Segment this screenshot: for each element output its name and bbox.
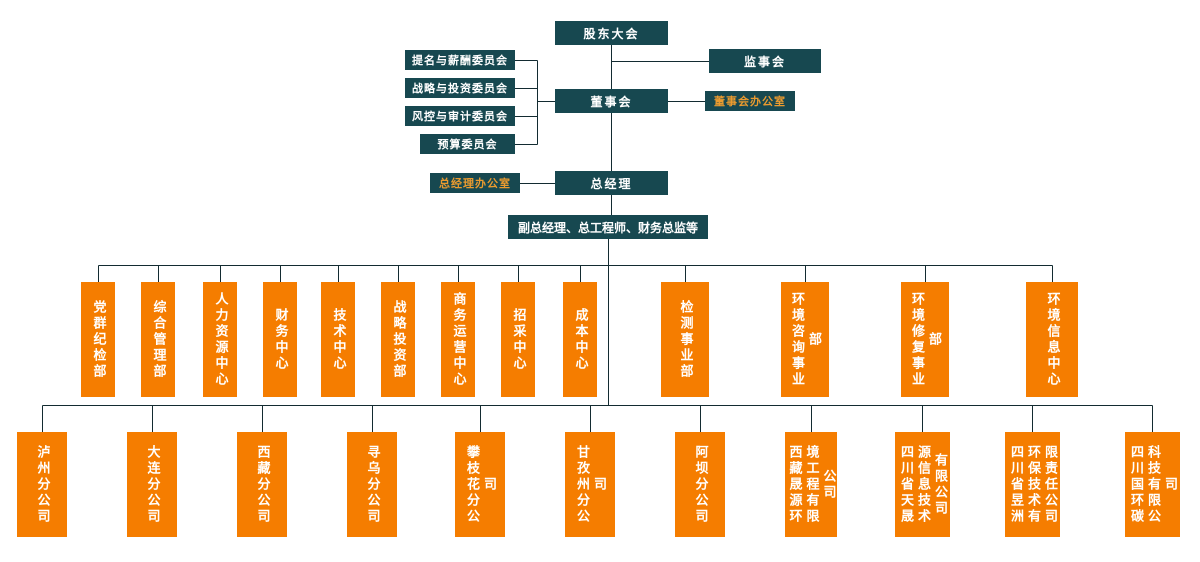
node-supervisory-board: 监事会: [709, 49, 821, 73]
node-label: 招采中心: [510, 307, 526, 372]
node-label: 成本中心: [572, 307, 588, 372]
node-department-hr-center: 人力资源中心: [203, 282, 237, 397]
node-department-procurement-center: 招采中心: [501, 282, 535, 397]
node-subsidiary-yuzhou-env: 四川省昱洲环保技术有限责任公司: [1005, 432, 1060, 537]
node-branch-ganzi: 甘孜州分公司: [565, 432, 615, 537]
node-label: 四川国环碳科技有限公司: [1128, 444, 1177, 525]
node-department-env-remediation-division: 环境修复事业部: [901, 282, 949, 397]
node-shareholders-meeting: 股东大会: [555, 21, 668, 45]
node-department-testing-division: 检测事业部: [661, 282, 709, 397]
node-board-office: 董事会办公室: [705, 91, 795, 111]
node-branch-dalian: 大连分公司: [127, 432, 177, 537]
node-label: 西藏分公司: [254, 444, 270, 525]
node-label: 四川省天晟源信息技术有限公司: [898, 444, 947, 525]
node-department-general-admin: 综合管理部: [141, 282, 175, 397]
node-branch-xizang: 西藏分公司: [237, 432, 287, 537]
node-label: 攀枝花分公司: [464, 444, 496, 525]
node-label: 综合管理部: [150, 299, 166, 380]
node-label: 大连分公司: [144, 444, 160, 525]
node-label: 党群纪检部: [90, 299, 106, 380]
node-committee-budget: 预算委员会: [420, 134, 515, 154]
node-department-technology-center: 技术中心: [321, 282, 355, 397]
node-label: 人力资源中心: [212, 291, 228, 388]
node-board-of-directors: 董事会: [555, 89, 668, 113]
node-department-cost-center: 成本中心: [563, 282, 597, 397]
node-department-strategy-investment: 战略投资部: [381, 282, 415, 397]
node-general-manager: 总经理: [555, 171, 668, 195]
node-department-party-discipline: 党群纪检部: [81, 282, 115, 397]
node-department-env-information-center: 环境信息中心: [1026, 282, 1078, 397]
node-label: 财务中心: [272, 307, 288, 372]
node-label: 环境信息中心: [1044, 291, 1060, 388]
node-label: 甘孜州分公司: [574, 444, 606, 525]
node-branch-aba: 阿坝分公司: [675, 432, 725, 537]
node-subsidiary-xizang-shengyuan: 西藏晟源环境工程有限公司: [785, 432, 837, 537]
node-label: 西藏晟源环境工程有限公司: [786, 444, 836, 525]
node-gm-office: 总经理办公室: [430, 173, 520, 193]
node-label: 环境咨询事业部: [789, 291, 821, 388]
node-label: 寻乌分公司: [364, 444, 380, 525]
node-label: 泸州分公司: [34, 444, 50, 525]
node-department-business-operations: 商务运营中心: [441, 282, 475, 397]
node-label: 环境修复事业部: [909, 291, 941, 388]
node-label: 战略投资部: [390, 299, 406, 380]
node-executives: 副总经理、总工程师、财务总监等: [508, 215, 708, 239]
node-branch-xunwu: 寻乌分公司: [347, 432, 397, 537]
node-label: 商务运营中心: [450, 291, 466, 388]
node-label: 四川省昱洲环保技术有限责任公司: [1008, 444, 1057, 525]
node-department-env-consulting-division: 环境咨询事业部: [781, 282, 829, 397]
node-branch-panzhihua: 攀枝花分公司: [455, 432, 505, 537]
node-committee-nomination-remuneration: 提名与薪酬委员会: [405, 50, 515, 70]
node-label: 检测事业部: [677, 299, 693, 380]
node-branch-luzhou: 泸州分公司: [17, 432, 67, 537]
node-department-finance-center: 财务中心: [263, 282, 297, 397]
node-subsidiary-tianshengyuan-it: 四川省天晟源信息技术有限公司: [895, 432, 950, 537]
node-subsidiary-guohuantan-tech: 四川国环碳科技有限公司: [1125, 432, 1180, 537]
node-committee-strategy-investment: 战略与投资委员会: [405, 78, 515, 98]
node-committee-risk-audit: 风控与审计委员会: [405, 106, 515, 126]
node-label: 阿坝分公司: [692, 444, 708, 525]
node-label: 技术中心: [330, 307, 346, 372]
